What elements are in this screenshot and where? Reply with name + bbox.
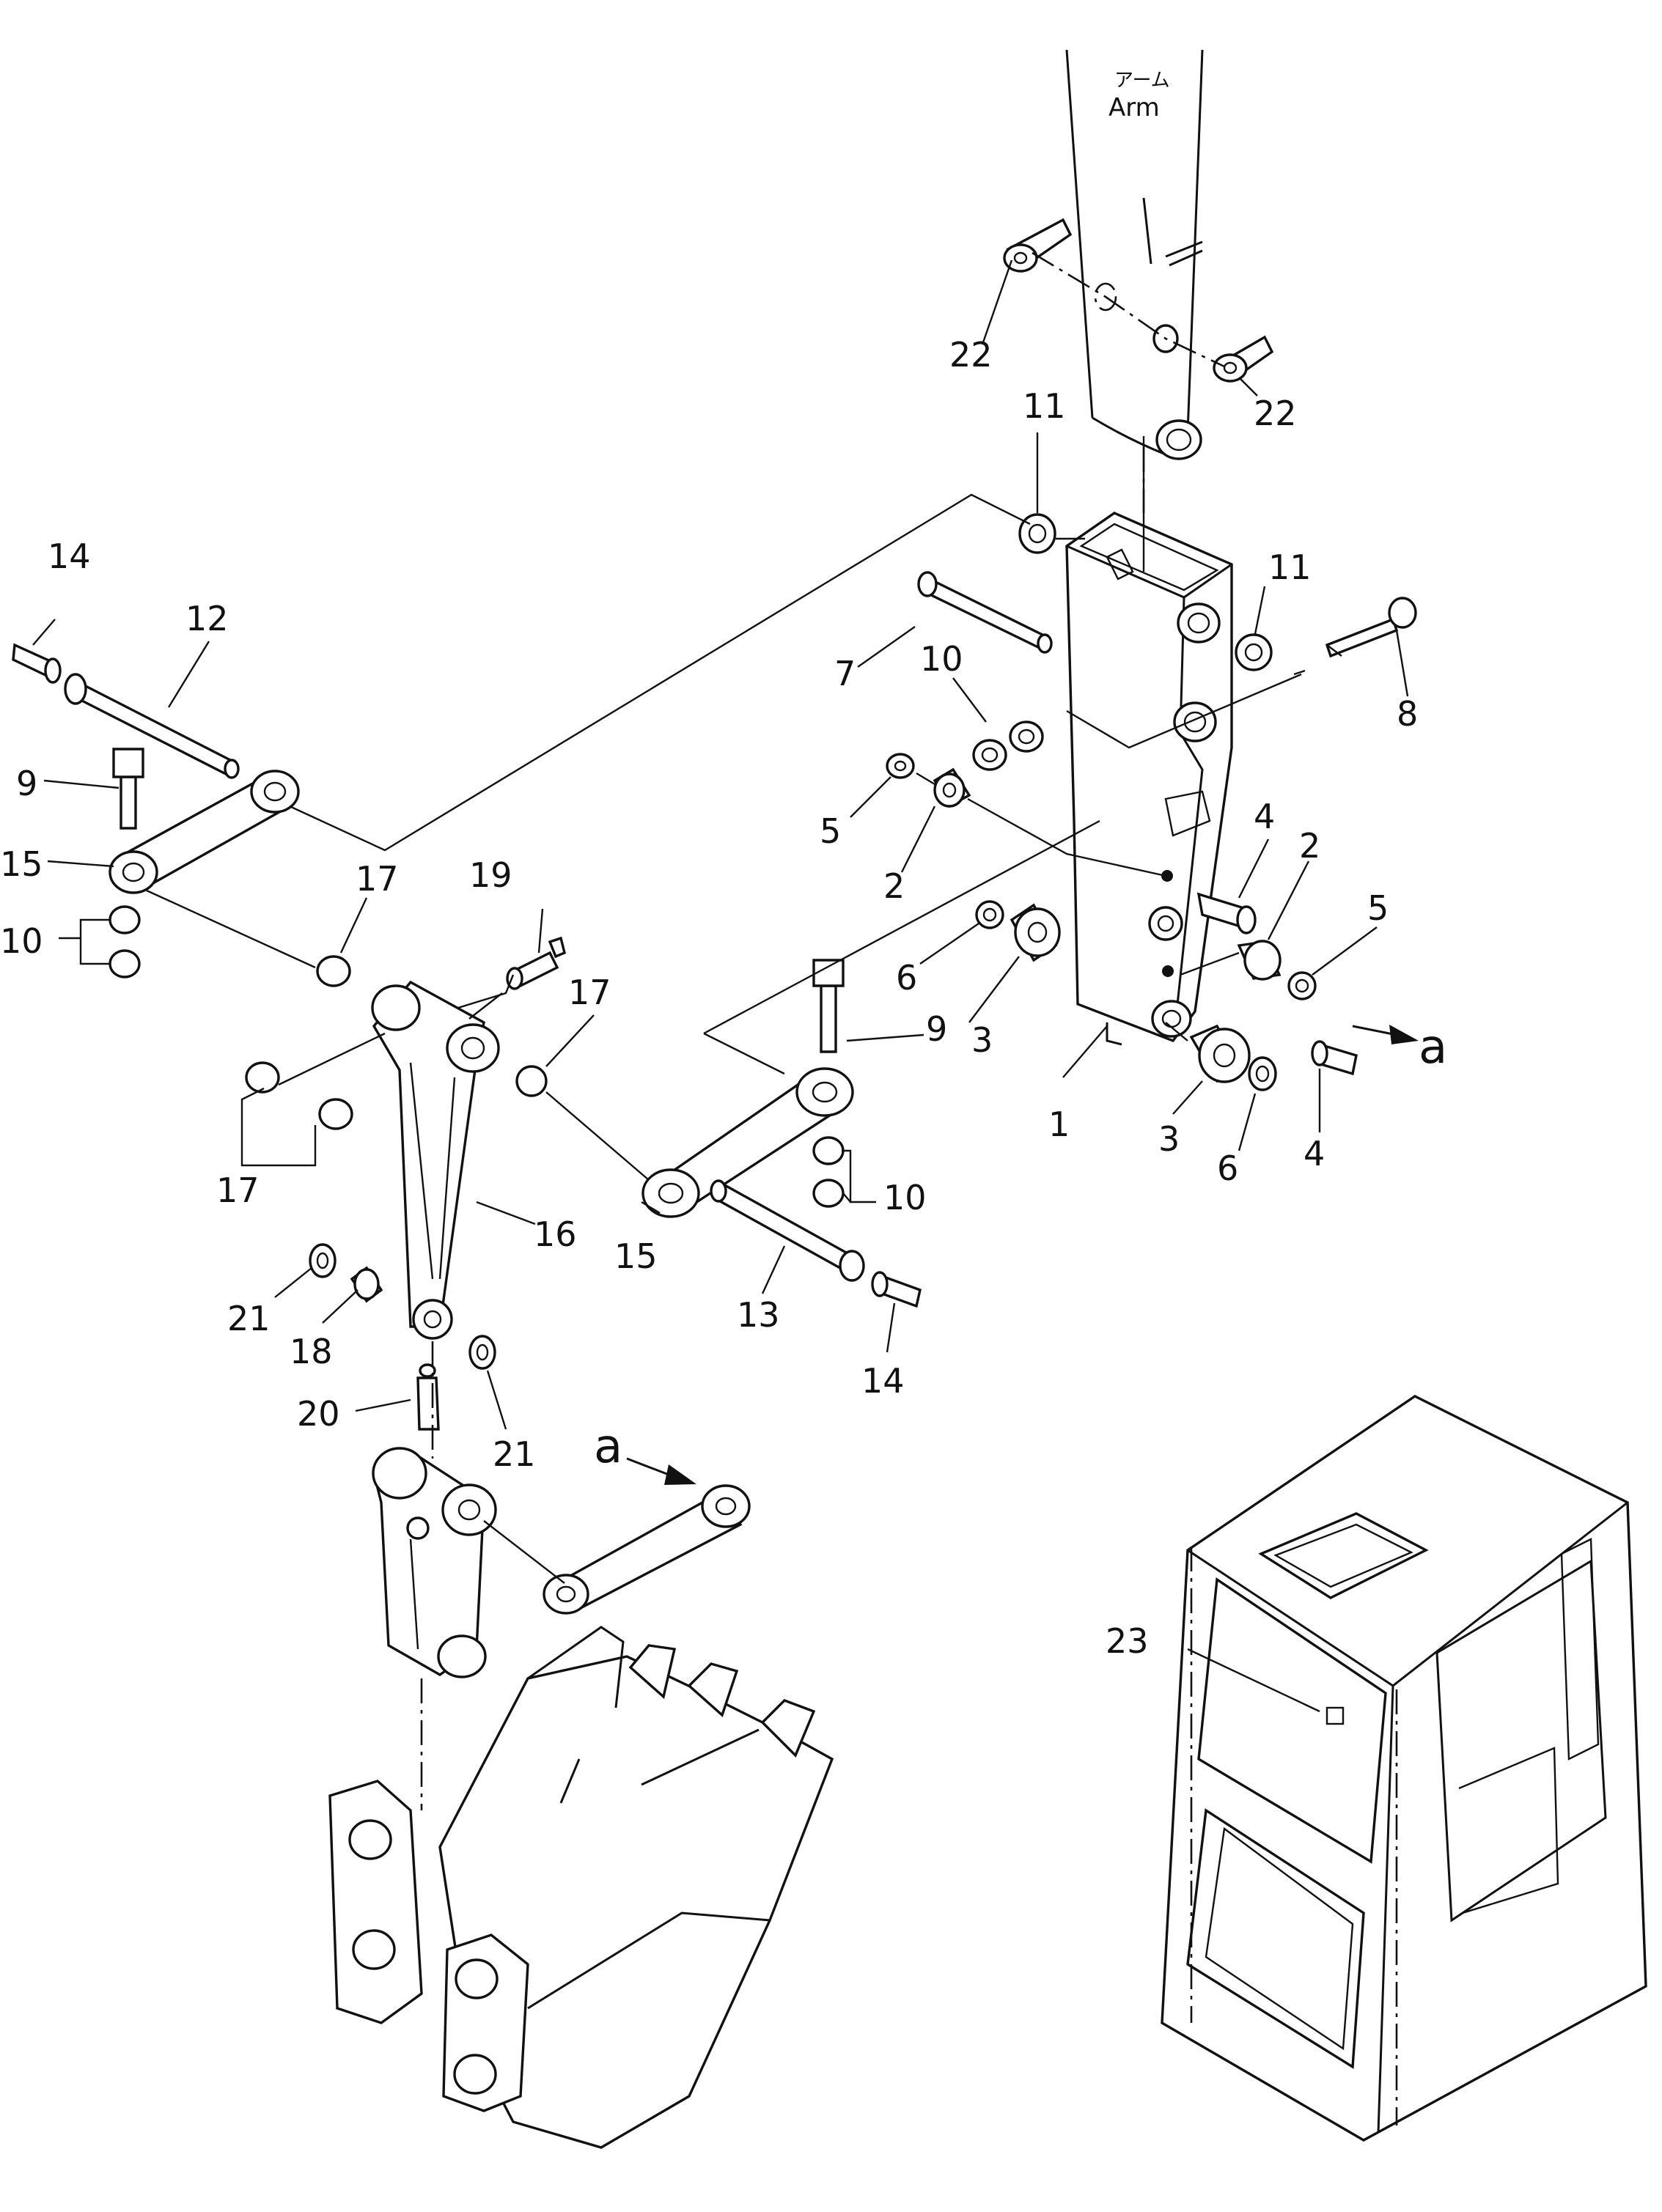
callout-17-right: 17 [568,973,611,1012]
part-13-pin [710,1179,865,1282]
arrow-a-lower: a [594,1420,696,1485]
callout-15-left: 15 [0,844,43,884]
callout-9-center: 9 [926,1009,947,1049]
part-6-washer-upper [975,900,1004,929]
callout-19: 19 [469,855,512,895]
part-17-bush-a [316,955,351,987]
part-14-fitting-upper-left [12,643,62,684]
callout-leaders [32,259,1409,1713]
part-18-bush [350,1266,383,1303]
callout-6-lower: 6 [1217,1149,1238,1188]
part-7-pin [917,571,1053,654]
callout-21-left: 21 [227,1299,271,1338]
callout-15-center: 15 [614,1236,658,1276]
part-21-washer-left [309,1243,337,1278]
callout-11-right: 11 [1268,548,1312,587]
part-15-link-left [109,770,300,894]
arrow-a-lower-label: a [594,1420,622,1474]
callout-6-upper: 6 [896,958,917,998]
callout-21-right: 21 [493,1434,536,1474]
part-12-pin [64,673,240,779]
callout-4-upper: 4 [1254,797,1275,836]
callout-7: 7 [834,654,856,693]
assembly-lines [146,447,1306,1810]
callout-14-center: 14 [861,1361,905,1401]
part-9-bolt-left [112,748,144,830]
part-4-fitting-lower [1311,1040,1358,1076]
arm-label-jp: アーム [1114,70,1170,92]
callout-22-right: 22 [1254,394,1297,433]
callout-17-top: 17 [356,859,399,899]
callout-2-left: 2 [883,866,905,906]
callout-23: 23 [1106,1621,1149,1661]
part-17-bush-c [245,1061,353,1130]
arm-label-en: Arm [1108,93,1160,122]
arrow-a-right-label: a [1419,1020,1447,1074]
callout-13: 13 [737,1295,780,1335]
callout-10-center: 10 [883,1178,927,1217]
part-16-link [371,980,500,1340]
lower-link-a [543,1484,751,1615]
part-9-bolt-center [812,959,845,1053]
callout-10-upper: 10 [920,639,963,679]
arrow-a-right: a [1352,1020,1447,1074]
part-3-bush-lower [1189,1024,1251,1083]
callout-5-right: 5 [1367,888,1389,928]
arm: アーム Arm [1065,49,1204,460]
callout-22-left: 22 [949,335,993,375]
bucket-link-assembly [372,1447,497,1678]
part-15-link-center [641,1067,854,1218]
part-2-bush-right [1237,940,1282,981]
part-3-bush-upper [1010,903,1061,962]
part-10-nuts-center [812,1136,845,1208]
callout-numbers: 22 22 11 11 7 8 10 5 2 6 3 9 1 3 6 4 4 2… [0,335,1418,1661]
part-22-plate-left [1003,218,1073,273]
part-2-bush-left [933,767,971,808]
callout-10-left: 10 [0,921,43,961]
part-14-fitting-center [871,1271,922,1308]
part-22-plate-right [1213,335,1274,383]
callout-3-upper: 3 [971,1020,993,1060]
part-5-washer-right [1287,971,1317,1000]
part-1-bracket [1065,436,1233,1046]
part-11-bushing-right [1235,633,1273,671]
callout-17-left: 17 [216,1170,260,1210]
part-11-bushing-top [1018,513,1056,554]
callout-12: 12 [185,599,229,638]
part-6-washer-lower [1248,1056,1277,1091]
callout-14-left: 14 [48,537,91,576]
part-10-nuts-left [109,905,141,978]
part-10-nuts-upper [972,720,1044,771]
callout-11-top: 11 [1023,386,1066,426]
callout-8: 8 [1397,694,1418,734]
bucket [328,1626,834,2149]
callout-4-lower: 4 [1304,1134,1325,1173]
part-21-washer-right [468,1335,496,1370]
callout-1: 1 [1048,1105,1070,1144]
callout-3-lower: 3 [1158,1119,1180,1159]
part-17-bush-b [515,1065,548,1097]
callout-5-left: 5 [820,811,841,851]
callout-18: 18 [290,1332,333,1371]
callout-20: 20 [297,1394,340,1434]
part-5-washer-left [886,753,915,779]
callout-9-left: 9 [16,764,37,803]
part-8-bolt [1325,597,1417,658]
callout-2-right: 2 [1299,826,1320,866]
part-19-fitting [506,936,567,990]
callout-16: 16 [534,1214,577,1254]
part-20-fitting [416,1363,440,1431]
operator-cab [1161,1395,1647,2142]
part-4-fitting-upper [1196,892,1257,934]
